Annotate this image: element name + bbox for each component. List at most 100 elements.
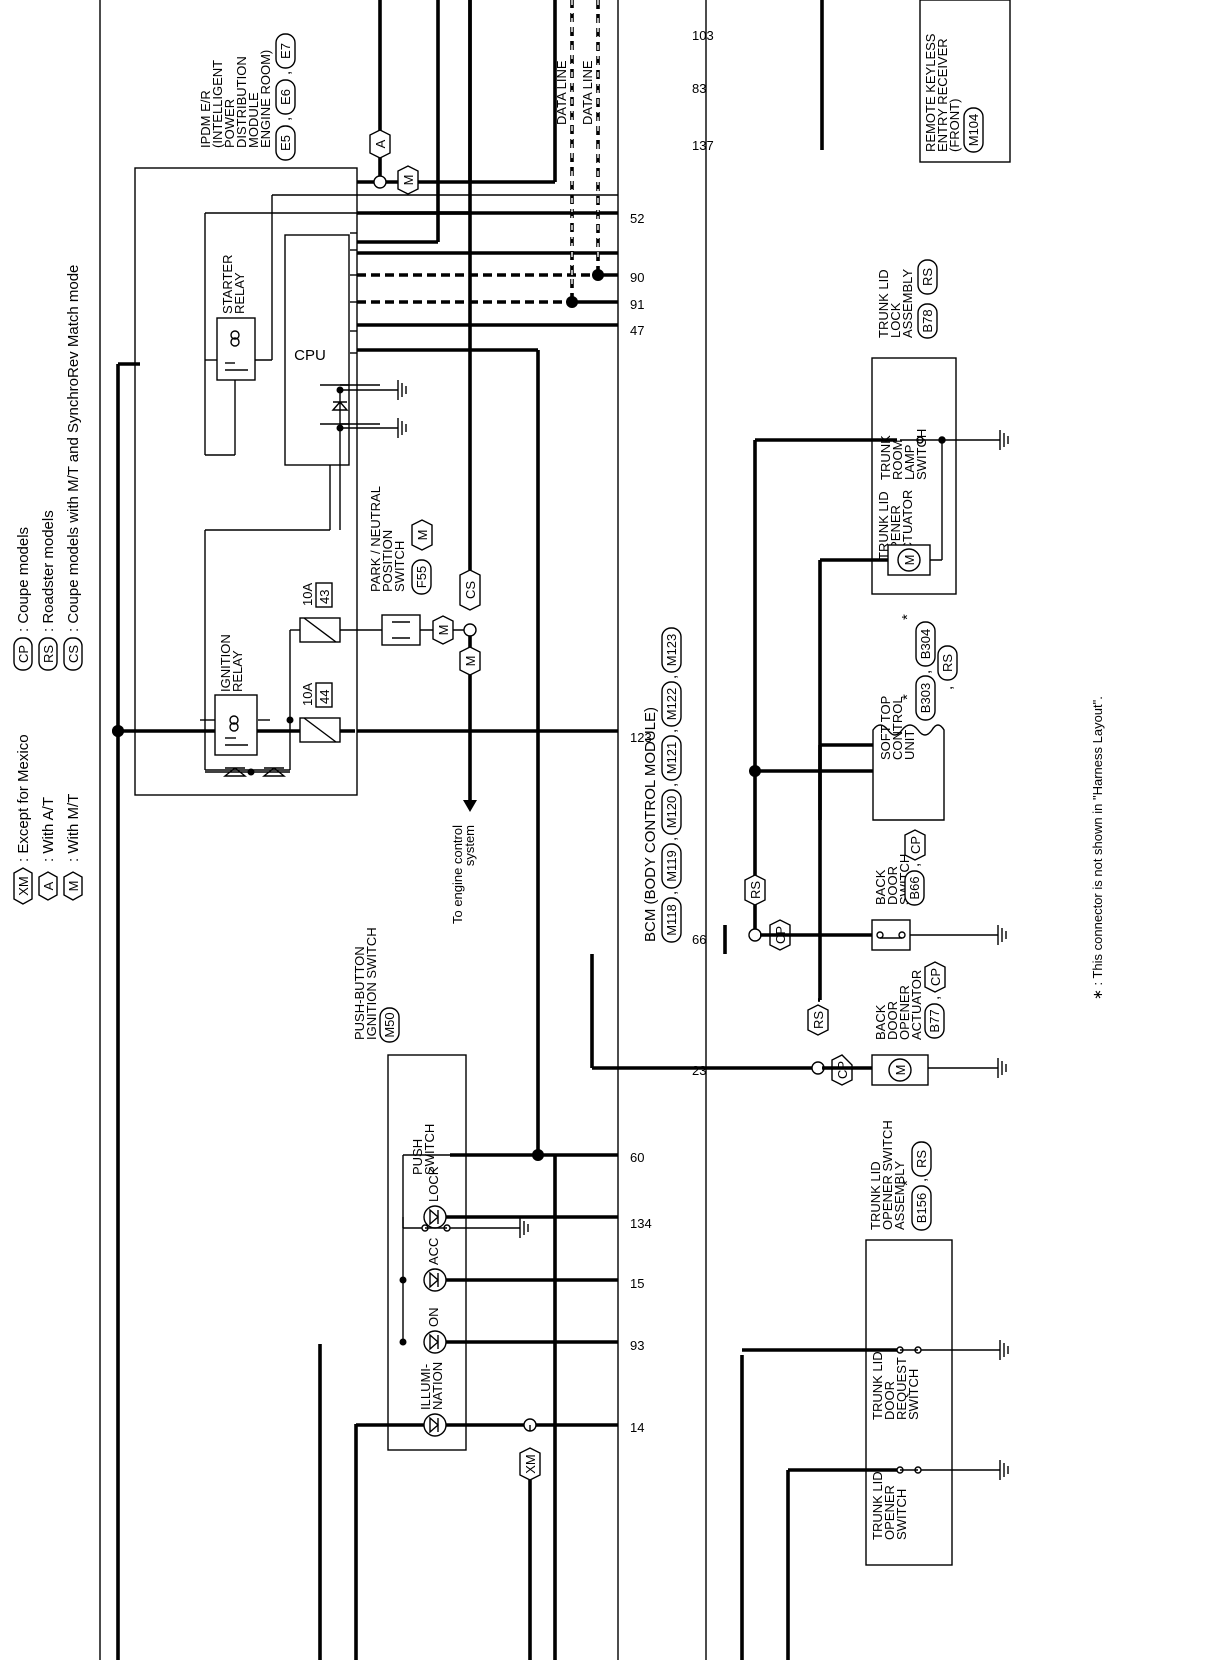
svg-text:IGNITION: IGNITION [218,634,233,692]
svg-text:TRUNK LID: TRUNK LID [870,1351,885,1420]
svg-text:POSITION: POSITION [380,530,395,592]
svg-text:M119: M119 [664,850,679,882]
legend-code: M [66,881,81,892]
svg-text:DOOR: DOOR [882,1381,897,1420]
trunk-lid-opener-switch: TRUNK LID OPENER SWITCH [788,1460,1009,1540]
legend-item-rs: RS : Roadster models [38,510,58,671]
svg-text:M122: M122 [664,688,679,721]
data-line-label: DATA LINE [554,60,569,125]
bcm-pins: 52 90 91 47 123 60 134 15 93 14 103 83 1… [630,28,714,1435]
svg-text:,: , [663,837,680,841]
svg-text:137: 137 [692,138,714,153]
svg-text:REMOTE KEYLESS: REMOTE KEYLESS [923,33,938,152]
option-a: A [373,139,388,148]
on-label: ON [426,1308,441,1328]
svg-text:UNIT: UNIT [902,730,917,760]
to-engine-control: To engine control system [450,675,477,924]
svg-text:SWITCH: SWITCH [422,1124,437,1175]
asterisk: * [899,614,916,620]
svg-text:LOCK: LOCK [888,302,903,338]
legend-item-xm: XM : Except for Mexico [13,734,33,905]
svg-text:SWITCH: SWITCH [392,541,407,592]
legend-text: : Roadster models [40,510,57,632]
bcm-connectors: M118 , M119 , M120 , M121 , M122 , M123 [661,627,682,943]
svg-text:,: , [917,670,934,674]
connector-e7: E7 [278,43,293,59]
legend-item-cs: CS : Coupe models with M/T and SynchroRe… [63,265,83,671]
option-m: M [463,656,478,667]
connector-e6: E6 [278,89,293,105]
svg-text:,: , [277,71,294,75]
svg-text:ENGINE ROOM): ENGINE ROOM) [258,50,273,148]
svg-text:OPENER: OPENER [882,1485,897,1540]
ipdm-ground-diode [331,380,407,530]
legend-code: CS [66,645,81,663]
svg-text:PUSH-BUTTON: PUSH-BUTTON [352,946,367,1040]
option-rs: RS [920,268,935,286]
option-rs: RS [811,1011,826,1029]
svg-text:60: 60 [630,1150,644,1165]
park-neutral-position-switch: PARK / NEUTRAL POSITION SWITCH F55 M M C… [368,0,481,676]
ipdm-er: IPDM E/R (INTELLIGENT POWER DISTRIBUTION… [134,33,618,796]
svg-text:83: 83 [692,81,706,96]
svg-text:DISTRIBUTION: DISTRIBUTION [234,56,249,148]
svg-text:TRUNK LID: TRUNK LID [870,1471,885,1540]
cpu: CPU [284,232,380,466]
legend-text: : Coupe models with M/T and SynchroRev M… [65,265,82,632]
svg-text:,: , [663,675,680,679]
connector-f55: F55 [414,566,429,588]
legend-code: CP [16,645,31,663]
svg-text:TRUNK LID: TRUNK LID [876,491,891,560]
bcm-label: BCM (BODY CONTROL MODULE) [642,707,659,942]
svg-text:134: 134 [630,1216,652,1231]
svg-text:91: 91 [630,297,644,312]
ignition-relay: IGNITION RELAY [200,465,331,777]
ipdm-name: IPDM E/R (INTELLIGENT POWER DISTRIBUTION… [198,50,273,148]
svg-text:,: , [663,891,680,895]
svg-text:TRUNK LID: TRUNK LID [868,1161,883,1230]
svg-text:ACTUATOR: ACTUATOR [909,970,924,1040]
connector-b77: B77 [927,1009,942,1032]
motor-symbol: M [893,1065,908,1076]
svg-text:CONTROL: CONTROL [890,696,905,760]
svg-text:103: 103 [692,28,714,43]
svg-text:SWITCH: SWITCH [914,429,929,480]
illumination-label: ILLUMI- [418,1364,433,1410]
legend-code: RS [41,645,56,663]
push-button-ignition-switch: PUSH-BUTTON IGNITION SWITCH M50 PUSH SWI… [352,927,618,1660]
ignition-positions: LOCK ACC ON ILLUMI- NATION XM [356,1166,618,1660]
svg-text:TRUNK: TRUNK [878,435,893,480]
legend-text: : Coupe models [15,527,32,632]
svg-text:10A: 10A [300,683,315,706]
legend-item-a: A : With A/T [38,797,58,901]
svg-text:BACK: BACK [873,1004,888,1040]
svg-text:DOOR: DOOR [885,1001,900,1040]
svg-text:M121: M121 [664,742,679,775]
trunk-lid-door-request-switch: TRUNK LID DOOR REQUEST SWITCH [742,1340,1009,1420]
option-rs: RS [748,881,763,899]
option-markers-top: A M [369,129,419,195]
svg-text:M118: M118 [664,904,679,936]
svg-text:15: 15 [630,1276,644,1291]
bcm: 52 90 91 47 123 60 134 15 93 14 103 83 1… [630,28,714,1435]
svg-text:,: , [926,996,943,1000]
svg-text:ENTRY RECEIVER: ENTRY RECEIVER [935,38,950,152]
asterisk: * [899,1180,916,1186]
svg-text:IPDM E/R: IPDM E/R [198,90,213,148]
svg-text:STARTER: STARTER [220,255,235,314]
svg-text:10A: 10A [300,583,315,606]
svg-text:PUSH: PUSH [410,1139,425,1175]
svg-text:,: , [663,783,680,787]
connector-m104: M104 [966,114,981,147]
remote-keyless-entry-receiver: REMOTE KEYLESS ENTRY RECEIVER (FRONT) M1… [820,0,1011,163]
option-cs: CS [463,581,478,599]
legend-code: XM [16,876,31,896]
option-m: M [401,175,416,186]
svg-text:PARK / NEUTRAL: PARK / NEUTRAL [368,486,383,592]
option-m: M [436,625,451,636]
svg-text:To engine control: To engine control [450,825,465,924]
connector-m50: M50 [382,1012,397,1037]
option-cp: CP [835,1061,850,1079]
svg-text:SWITCH: SWITCH [894,1489,909,1540]
